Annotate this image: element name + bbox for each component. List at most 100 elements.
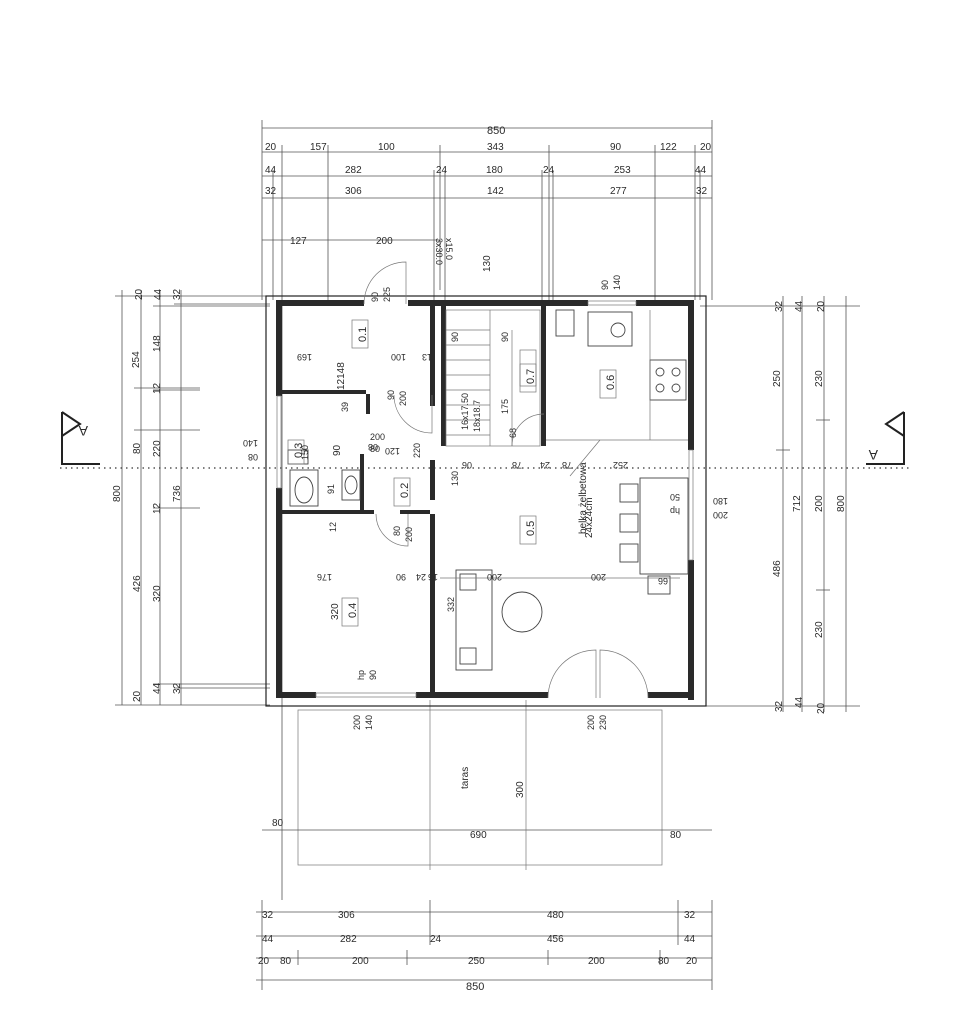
section-mark-right: A (868, 447, 878, 463)
dim-top-90: 90 (610, 142, 622, 153)
dim-bot-20a: 20 (258, 956, 270, 967)
in-dim-91: 91 (326, 484, 336, 494)
dim-bot-200a: 200 (352, 956, 369, 967)
dim-top-200: 200 (376, 236, 393, 247)
dim-left-20a: 20 (134, 288, 145, 300)
dim-left-32b: 32 (172, 682, 183, 694)
stairs-main-label-2: 18x18.7 (472, 400, 482, 432)
room-0-7-id: 0.7 (525, 369, 537, 384)
dim-top-306: 306 (345, 186, 362, 197)
dim-top-142: 142 (487, 186, 504, 197)
bottom-dimension-chains: 32 306 480 32 44 282 24 456 44 20 80 200… (256, 900, 713, 993)
in-dim-150: 150 (300, 445, 310, 460)
terrace-dim-80a: 80 (272, 818, 284, 829)
living-furniture (440, 439, 689, 671)
in-dim-140: 140 (243, 438, 258, 448)
doors (363, 261, 649, 699)
dim-bot-200b: 200 (588, 956, 605, 967)
room-labels: 0.1 12148 0.2 0.3 90 0.4 320 0.5 0.6 0.7 (287, 319, 617, 627)
in-dim-252: 252 (613, 460, 628, 470)
in-dim-100: 100 (391, 352, 406, 362)
dim-right-800: 800 (836, 495, 847, 512)
dim-right-250: 250 (772, 370, 783, 387)
in-dim-68: 68 (508, 428, 518, 438)
section-marker-right-icon (866, 411, 905, 465)
dim-top-32b: 32 (696, 186, 708, 197)
dim-top-343: 343 (487, 142, 504, 153)
in-dim-win-140: 140 (612, 275, 622, 290)
in-dim-66: 66 (658, 576, 668, 586)
dim-top-157: 157 (310, 142, 327, 153)
dim-left-12a: 12 (152, 382, 163, 394)
section-line-a-a: A A (60, 411, 910, 469)
in-dim-16: 16 (428, 572, 438, 582)
in-dim-200b: 200 (370, 432, 385, 442)
in-dim-win-90: 90 (370, 292, 380, 302)
room-0-3-id: 0.3 (293, 443, 305, 458)
dim-bot-282: 282 (340, 934, 357, 945)
dim-right-486: 486 (772, 560, 783, 577)
in-dim-90d: 90 (450, 332, 460, 342)
dim-left-80: 80 (132, 442, 143, 454)
dim-bot-20b: 20 (686, 956, 698, 967)
dim-left-32a: 32 (172, 288, 183, 300)
hp-labels: hp 90 hp 50 (356, 492, 680, 680)
in-dim-24d: 24 (540, 460, 550, 470)
right-dimension-chains: 32 250 486 32 44 712 44 20 230 200 230 2… (700, 296, 860, 714)
in-dim-80b: 80 (392, 526, 402, 536)
dim-bot-44b: 44 (684, 934, 696, 945)
in-dim-180: 180 (713, 496, 728, 506)
in-dim-08b: 08 (368, 442, 378, 452)
windows (276, 300, 694, 698)
dim-bot-80a: 80 (280, 956, 292, 967)
section-mark-left: A (78, 423, 88, 439)
stairs-rise-label-2: x15.0 (444, 238, 454, 260)
hp-label-bathroom: hp (356, 670, 366, 680)
dim-left-44b: 44 (152, 682, 163, 694)
room-0-2-id: 0.2 (399, 483, 411, 498)
in-dim-220: 220 (412, 443, 422, 458)
beam-label: belka żelbetowa (578, 462, 589, 534)
exterior-walls (265, 295, 707, 707)
dim-bot-32a: 32 (262, 910, 274, 921)
dim-right-712: 712 (792, 495, 803, 512)
terrace-dim-80b: 80 (670, 830, 682, 841)
beam-annotation: belka żelbetowa 24x24cm (578, 462, 595, 538)
kitchen-fixtures (546, 309, 688, 441)
in-dim-13: 13 (422, 352, 432, 362)
dim-right-32b: 32 (774, 700, 785, 712)
in-dim-win-90b: 90 (600, 280, 610, 290)
in-dim-120: 120 (385, 446, 400, 456)
in-dim-win-225: 225 (382, 287, 392, 302)
dim-top-277: 277 (610, 186, 627, 197)
in-dim-332: 332 (446, 597, 456, 612)
in-dim-200c: 200 (404, 527, 414, 542)
dim-right-20a: 20 (816, 300, 827, 312)
dim-right-200: 200 (814, 495, 825, 512)
in-dim-12: 12 (328, 522, 338, 532)
dim-left-12b: 12 (152, 502, 163, 514)
in-dim-200h: 200 (586, 715, 596, 730)
dim-right-230a: 230 (814, 370, 825, 387)
dim-left-736: 736 (172, 485, 183, 502)
in-dim-200a: 200 (398, 391, 408, 406)
dim-top-253: 253 (614, 165, 631, 176)
room-0-4-area: 320 (330, 603, 341, 620)
in-dim-200g: 200 (352, 715, 362, 730)
dim-bot-850: 850 (466, 981, 484, 993)
dim-top-24b: 24 (543, 165, 555, 176)
beam-size-label: 24x24cm (584, 497, 595, 538)
in-dim-24c: 24 (416, 572, 426, 582)
hp-value-90: 90 (368, 670, 378, 680)
dim-left-320: 320 (152, 585, 163, 602)
dim-bot-306: 306 (338, 910, 355, 921)
in-dim-90e: 90 (500, 332, 510, 342)
dim-bot-456: 456 (547, 934, 564, 945)
dim-bot-44a: 44 (262, 934, 274, 945)
room-0-4-id: 0.4 (347, 603, 359, 618)
dim-top-20b: 20 (700, 142, 712, 153)
dim-top-122: 122 (660, 142, 677, 153)
dim-left-20b: 20 (132, 690, 143, 702)
dim-top-44b: 44 (695, 165, 707, 176)
